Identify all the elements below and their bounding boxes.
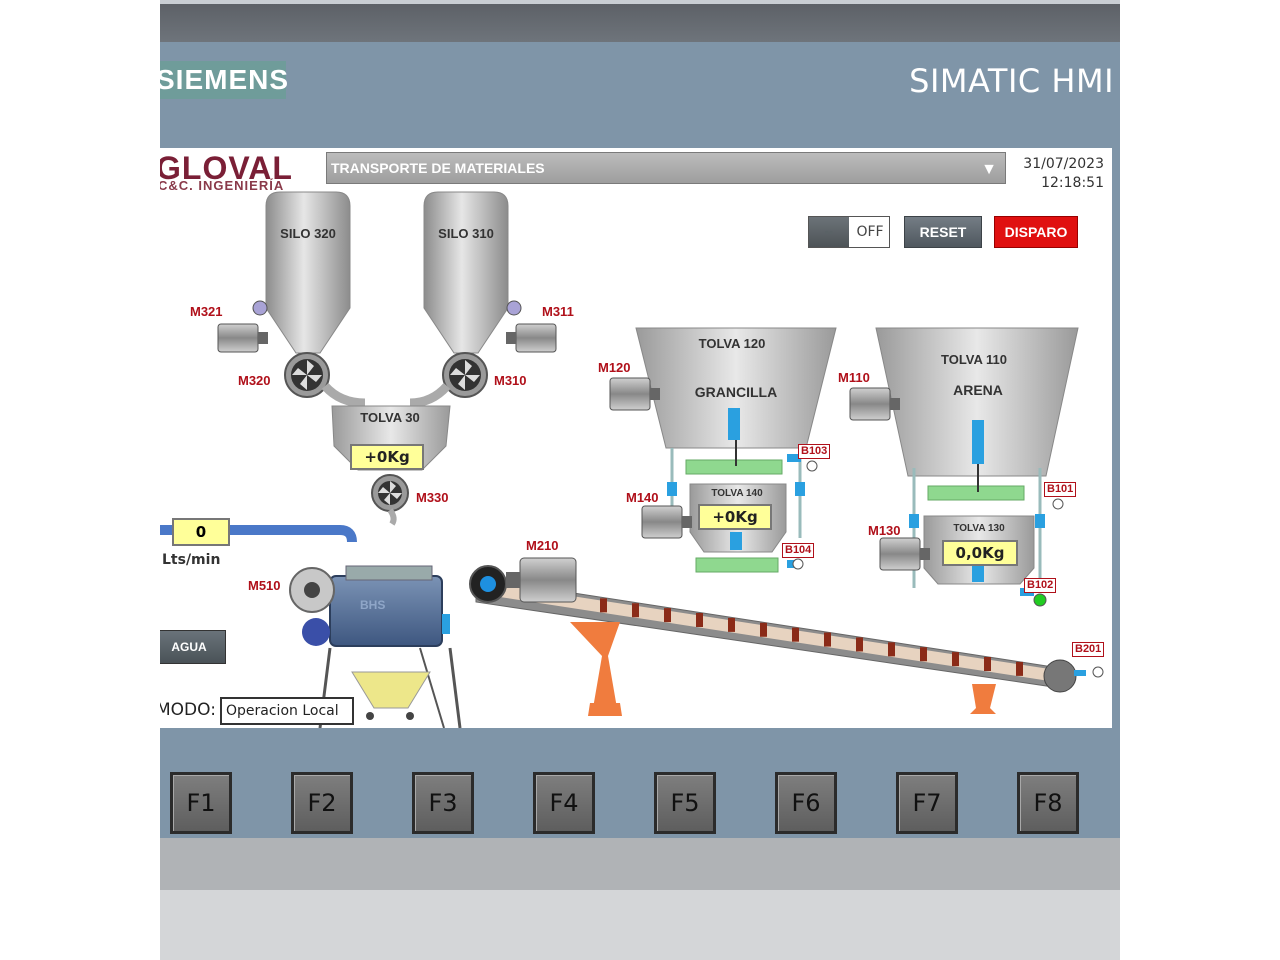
sensor-b101: B101 [1044,482,1077,497]
b103-lamp [806,460,818,472]
conveyor-cleat [888,642,895,657]
function-key-f4[interactable]: F4 [533,772,595,834]
reset-button[interactable]: RESET [904,216,982,248]
b102-lamp [1033,593,1047,607]
gloval-logo: GLOVAL [160,150,293,186]
tolva-130-weight: 0,0Kg [942,540,1018,566]
m510-label: M510 [248,578,281,593]
tolva-120-label: TOLVA 120 [698,336,766,351]
conveyor-cleat [664,608,671,623]
tolva-140-label: TOLVA 140 [711,488,763,499]
m110-label: M110 [838,370,870,385]
tolva-110 [875,327,1079,501]
silo-320 [265,191,351,354]
b104-lamp [792,558,804,570]
toggle-state-label: OFF [856,224,884,240]
mode-label: MODO: [160,700,216,720]
mixer-label: BHS [360,598,386,612]
panel-top-bar [160,0,1120,42]
conveyor-cleat [952,652,959,667]
motor-m130 [879,537,930,571]
fan-m320 [284,352,330,398]
panel-bezel-bottom [160,890,1120,960]
m130-label: M130 [868,523,901,538]
tolva-120 [635,327,837,475]
m321-label: M321 [190,304,223,319]
mixer-bhs [289,565,462,728]
tolva-30-weight: +0Kg [350,444,424,470]
function-key-f5[interactable]: F5 [654,772,716,834]
sensor-b201: B201 [1072,642,1105,657]
motor-m311 [506,300,557,353]
motor-m140 [641,505,692,539]
fan-m310 [442,352,488,398]
motor-m210 [469,557,577,603]
conveyor-cleat [632,603,639,618]
function-key-f2[interactable]: F2 [291,772,353,834]
function-key-f1[interactable]: F1 [170,772,232,834]
disparo-button[interactable]: DISPARO [994,216,1078,248]
sensor-b103: B103 [798,444,831,459]
conveyor-cleat [696,613,703,627]
sensor-b104: B104 [782,543,815,558]
m311-label: M311 [542,304,574,319]
function-key-f6[interactable]: F6 [775,772,837,834]
tolva-130-label: TOLVA 130 [953,523,1005,534]
conveyor-cleat [984,657,991,671]
conveyor-cleat [792,627,799,642]
tolva-110-material: ARENA [953,382,1003,398]
screen-selector[interactable]: TRANSPORTE DE MATERIALES ▼ [326,152,1006,184]
conveyor-cleat [856,637,863,652]
mode-field[interactable]: Operacion Local [220,697,354,725]
gloval-logo-subtitle: C&C. INGENIERÍA [160,178,285,193]
hmi-panel: SIEMENS SIMATIC HMI GLOVAL C&C. INGENIER… [160,0,1120,960]
tolva-30-label: TOLVA 30 [360,410,420,425]
tolva-110-label: TOLVA 110 [941,352,1007,367]
water-button[interactable]: AGUA [160,630,226,664]
m320-label: M320 [238,373,271,388]
conveyor-cleat [824,632,831,647]
function-key-f3[interactable]: F3 [412,772,474,834]
motor-m120 [609,377,660,411]
panel-bezel-lower [160,838,1120,890]
silo-310-label: SILO 310 [438,226,494,241]
function-key-f7[interactable]: F7 [896,772,958,834]
toggle-knob[interactable]: ▪▪ [809,217,849,247]
screen-selector-value: TRANSPORTE DE MATERIALES [331,160,545,176]
silo-320-label: SILO 320 [280,226,336,241]
conveyor-cleat [600,598,607,613]
water-flow-unit: Lts/min [162,552,221,568]
silo-310 [423,191,509,354]
motor-m321 [217,300,268,353]
conveyor-belt [475,577,1086,716]
tolva-120-material: GRANCILLA [694,384,778,400]
sensor-b102: B102 [1024,578,1057,593]
on-off-toggle[interactable]: ▪▪ OFF [808,216,890,248]
conveyor-cleat [760,622,767,637]
conveyor-cleat [1016,661,1023,676]
m120-label: M120 [598,360,631,375]
hmi-screen: GLOVAL C&C. INGENIERÍA TRANSPORTE DE MAT… [160,148,1112,728]
m210-label: M210 [526,538,559,553]
time-text: 12:18:51 [1041,175,1104,191]
hmi-title: SIMATIC HMI [909,62,1114,100]
fan-m330 [371,474,409,526]
function-key-f8[interactable]: F8 [1017,772,1079,834]
m140-label: M140 [626,490,659,505]
datetime-display: 31/07/2023 12:18:51 [1023,155,1104,193]
b201-lamp [1092,666,1104,678]
conveyor-cleat [920,647,927,662]
chevron-down-icon[interactable]: ▼ [981,161,997,178]
motor-m110 [849,387,900,421]
b101-lamp [1052,498,1064,510]
m330-label: M330 [416,490,449,505]
conveyor-cleat [728,617,735,632]
siemens-logo: SIEMENS [160,61,288,99]
m310-label: M310 [494,373,527,388]
water-flow-value: 0 [172,518,230,546]
date-text: 31/07/2023 [1023,156,1104,172]
tolva-140-weight: +0Kg [698,504,772,530]
